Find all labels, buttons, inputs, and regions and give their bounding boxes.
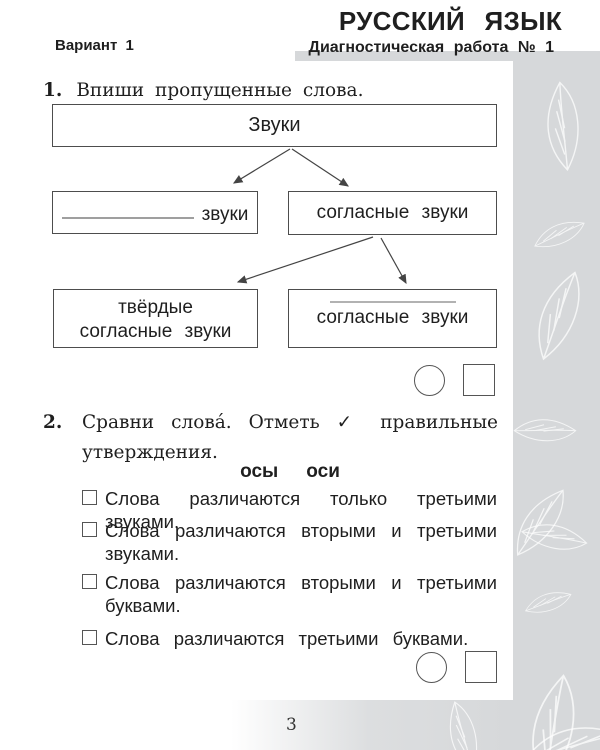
statement-item: Слова различаются вторыми и третьими бук… — [82, 571, 497, 617]
checkbox[interactable] — [82, 574, 97, 589]
compare-word-left: осы — [240, 461, 279, 482]
diagram-box-consonants: согласные звуки — [288, 191, 497, 235]
statement-text: Слова различаются только третьими звукам… — [105, 488, 497, 532]
diagram-box-sounds: Звуки — [52, 104, 497, 147]
page-number: 3 — [286, 715, 297, 735]
statement-item: Слова различаются только третьими звукам… — [82, 487, 497, 533]
arrow-connector — [236, 236, 374, 284]
checkbox[interactable] — [82, 490, 97, 505]
self-check-circle-mark[interactable] — [416, 652, 447, 683]
subject-title: РУССКИЙ ЯЗЫК — [338, 6, 562, 36]
header-grey-band — [295, 51, 600, 61]
statement-text: Слова различаются третьими буквами. — [105, 628, 469, 649]
diagram-box-vowels: звуки — [52, 191, 258, 234]
variant-label: Вариант 1 — [55, 37, 134, 54]
task2-number: 2. — [43, 412, 63, 433]
compare-words: осы оси — [82, 461, 498, 483]
arrow-connector — [291, 148, 350, 187]
self-check-circle-mark[interactable] — [414, 365, 445, 396]
compare-word-right: оси — [306, 461, 340, 482]
statement-item: Слова различаются третьими буквами. — [82, 627, 497, 650]
diagram-box-soft-label: согласные звуки — [316, 307, 469, 328]
task1-instruction-row: 1. Впиши пропущенные слова. — [43, 80, 363, 101]
statement-text: Слова различаются вторыми и третьими — [105, 520, 497, 541]
diagram-box-consonants-label: согласные звуки — [316, 202, 469, 223]
statement-item: Слова различаются вторыми и третьими зву… — [82, 519, 497, 565]
task1-instruction: Впиши пропущенные слова. — [76, 80, 364, 101]
checkbox[interactable] — [82, 630, 97, 645]
statement-text: звуками. — [105, 543, 180, 564]
self-check-square-mark[interactable] — [463, 364, 495, 396]
arrow-connector — [232, 148, 291, 184]
statement-text: Слова различаются вторыми и третьими — [105, 572, 497, 593]
blank-answer-line[interactable] — [61, 217, 194, 219]
task2-instruction-line2: утверждения. — [82, 442, 218, 463]
arrow-connector — [380, 237, 407, 285]
bottom-grey-fade — [0, 700, 513, 750]
diagram-box-hard-consonants: твёрдые согласные звуки — [53, 289, 258, 348]
self-check-square-mark[interactable] — [465, 651, 497, 683]
diagram-box-hard-line1: твёрдые — [118, 296, 193, 318]
diagram-box-sounds-label: Звуки — [248, 114, 301, 136]
diagram-box-vowels-label: звуки — [201, 204, 249, 225]
blank-answer-line[interactable] — [329, 301, 456, 303]
diagram-box-hard-line2: согласные звуки — [79, 320, 232, 342]
statement-text: буквами. — [105, 595, 181, 616]
task1-number: 1. — [43, 80, 63, 101]
side-decoration-stripe — [513, 51, 600, 750]
work-title: Диагностическая работа № 1 — [308, 39, 554, 56]
checkbox[interactable] — [82, 522, 97, 537]
diagram-box-soft-consonants: согласные звуки — [288, 289, 497, 348]
task2-instruction-line1: Сравни слова́. Отметь ✓ правильные — [82, 412, 498, 433]
